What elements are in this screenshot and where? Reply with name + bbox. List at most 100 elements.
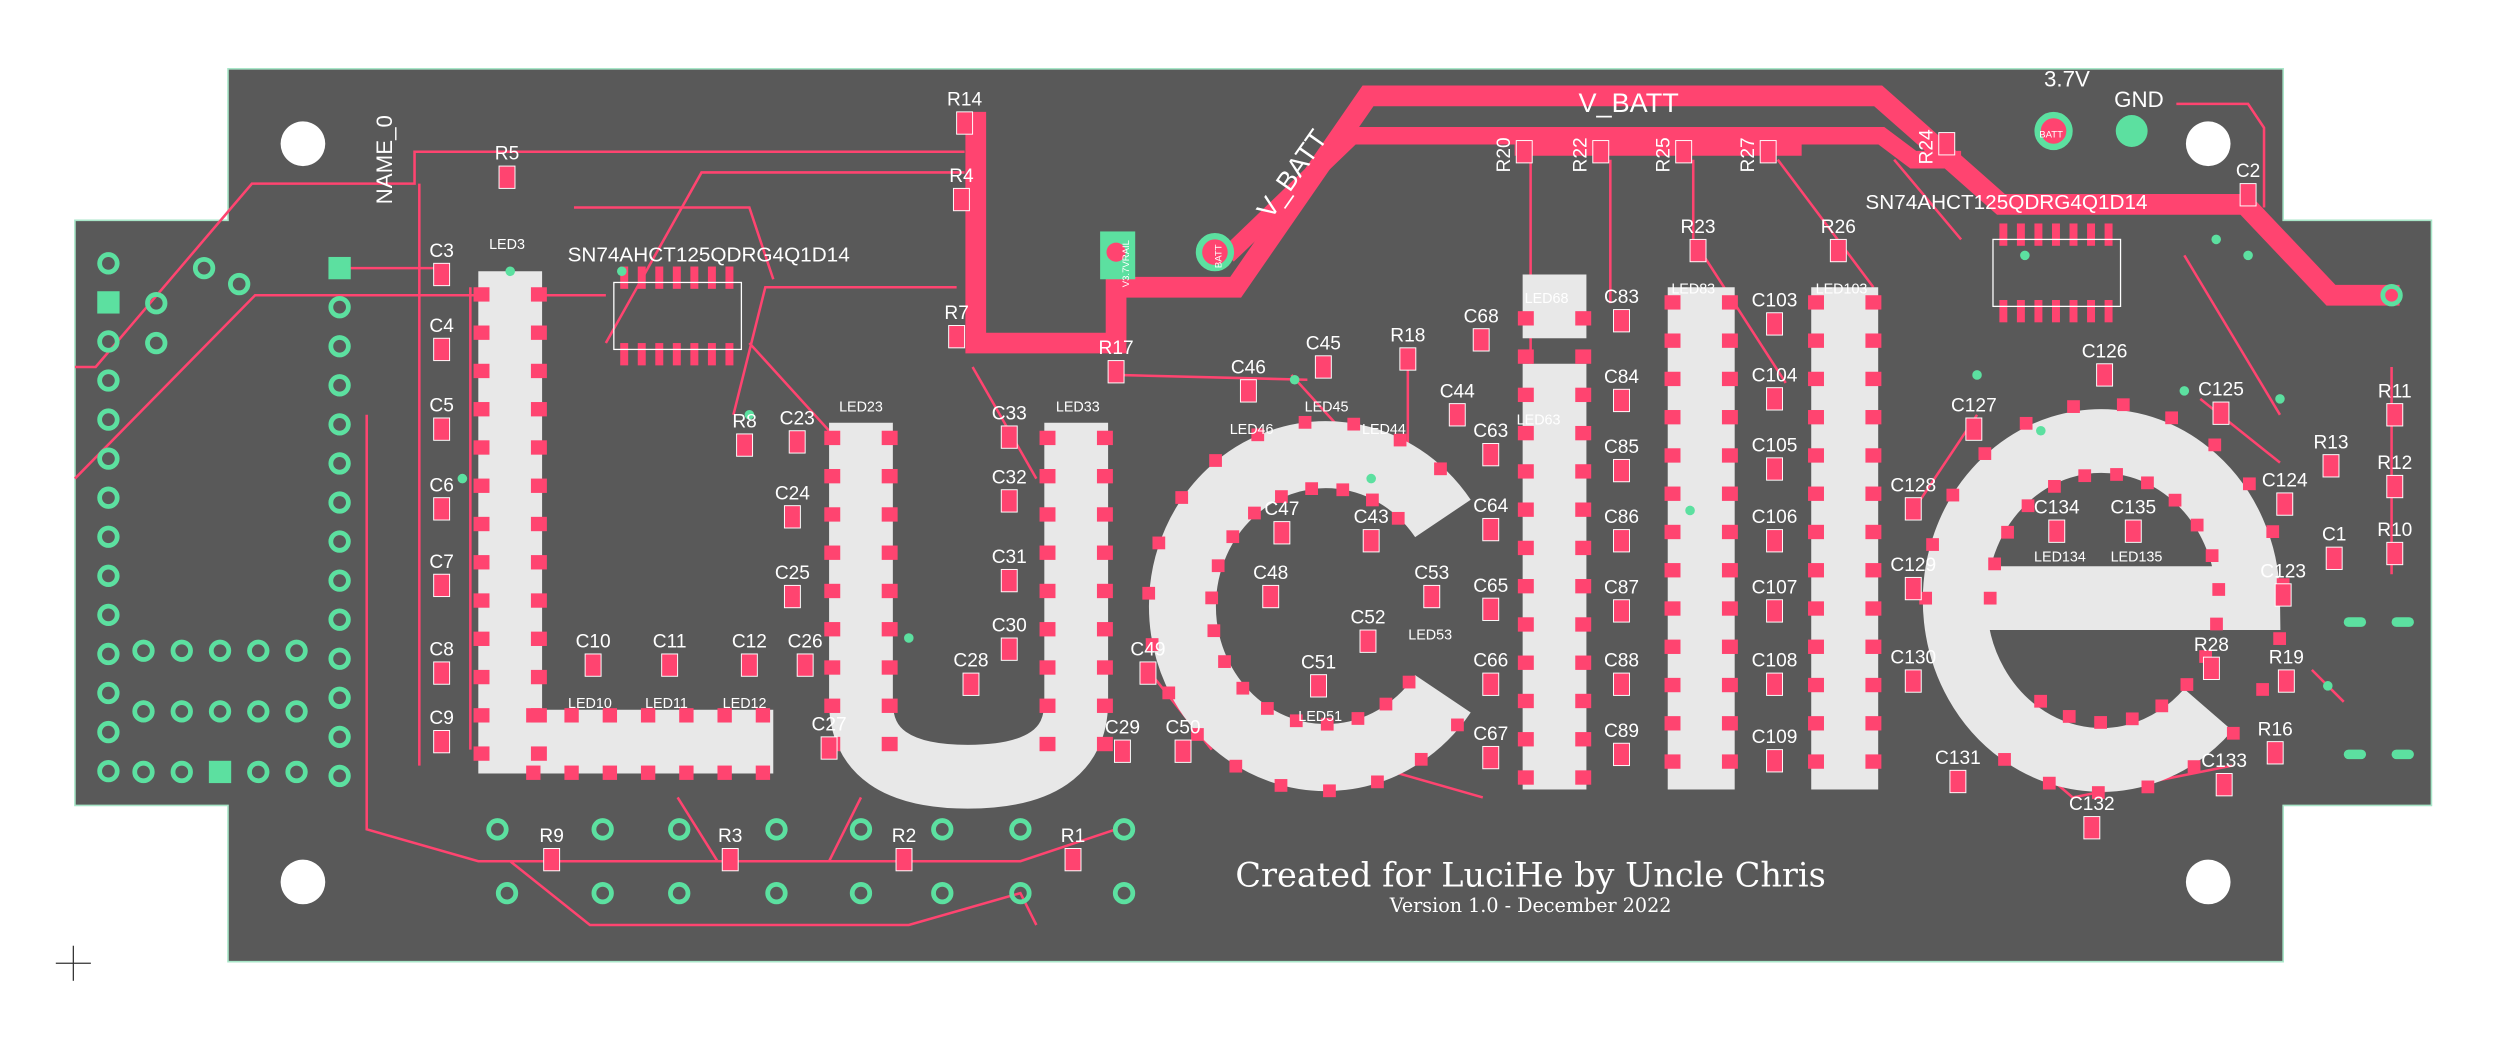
- header-pin[interactable]: [227, 272, 251, 296]
- component-footprint[interactable]: [2215, 773, 2233, 797]
- component-footprint[interactable]: [1766, 457, 1784, 481]
- header-pin[interactable]: [328, 686, 351, 709]
- header-pin[interactable]: [97, 564, 120, 587]
- component-footprint[interactable]: [2386, 474, 2404, 499]
- header-pin[interactable]: [97, 330, 120, 353]
- component-footprint[interactable]: [1613, 458, 1630, 483]
- component-footprint[interactable]: [1766, 672, 1784, 696]
- component-footprint[interactable]: [2212, 401, 2230, 425]
- component-footprint[interactable]: [661, 653, 679, 677]
- header-pin[interactable]: [97, 252, 120, 275]
- component-footprint[interactable]: [1613, 599, 1630, 623]
- header-pin[interactable]: [97, 603, 120, 627]
- header-pin[interactable]: [285, 760, 308, 784]
- header-pin-square[interactable]: [328, 256, 351, 280]
- header-pin[interactable]: [849, 818, 873, 841]
- batt-pad-2[interactable]: [1195, 233, 1235, 272]
- header-pin[interactable]: [247, 700, 270, 723]
- header-pin[interactable]: [97, 681, 120, 705]
- component-footprint[interactable]: [433, 730, 451, 754]
- header-pin[interactable]: [328, 335, 351, 358]
- header-pin[interactable]: [97, 369, 120, 392]
- header-pin[interactable]: [170, 760, 193, 784]
- component-footprint[interactable]: [1766, 599, 1784, 623]
- header-pin[interactable]: [591, 818, 614, 841]
- batt-pad-1[interactable]: [2034, 111, 2073, 151]
- component-footprint[interactable]: [1448, 403, 1466, 427]
- header-pin[interactable]: [132, 639, 155, 662]
- header-pin[interactable]: [328, 725, 351, 749]
- header-pin[interactable]: [328, 491, 351, 514]
- component-footprint[interactable]: [1423, 584, 1441, 609]
- header-pin[interactable]: [486, 818, 509, 841]
- component-footprint[interactable]: [1064, 847, 1082, 872]
- component-footprint[interactable]: [2386, 541, 2404, 566]
- header-pin[interactable]: [328, 608, 351, 631]
- header-pin[interactable]: [145, 292, 168, 315]
- header-pin[interactable]: [931, 818, 954, 841]
- component-footprint[interactable]: [1613, 529, 1630, 553]
- header-pin[interactable]: [328, 764, 351, 788]
- component-footprint[interactable]: [2386, 403, 2404, 427]
- component-footprint[interactable]: [433, 661, 451, 685]
- component-footprint[interactable]: [2276, 492, 2294, 516]
- component-footprint[interactable]: [1359, 629, 1377, 653]
- component-footprint[interactable]: [1174, 739, 1192, 763]
- ic-u2-footprint[interactable]: [1992, 238, 2122, 308]
- header-pin[interactable]: [1112, 818, 1136, 841]
- header-pin[interactable]: [170, 639, 193, 662]
- component-footprint[interactable]: [1362, 529, 1380, 553]
- component-footprint[interactable]: [1613, 742, 1630, 767]
- header-pin[interactable]: [591, 881, 614, 905]
- component-footprint[interactable]: [1482, 597, 1500, 621]
- header-pin-square[interactable]: [208, 760, 232, 784]
- component-footprint[interactable]: [2266, 741, 2284, 765]
- header-pin[interactable]: [328, 647, 351, 670]
- header-pin-square[interactable]: [97, 291, 120, 314]
- component-footprint[interactable]: [956, 111, 974, 135]
- component-footprint[interactable]: [433, 497, 451, 521]
- component-footprint[interactable]: [783, 584, 801, 609]
- component-footprint[interactable]: [1949, 769, 1967, 794]
- header-pin[interactable]: [97, 720, 120, 744]
- component-footprint[interactable]: [1766, 529, 1784, 553]
- component-footprint[interactable]: [2096, 363, 2114, 387]
- component-footprint[interactable]: [1766, 387, 1784, 411]
- component-footprint[interactable]: [796, 653, 814, 677]
- component-footprint[interactable]: [1000, 637, 1018, 661]
- header-pin[interactable]: [247, 639, 270, 662]
- component-footprint[interactable]: [543, 847, 561, 872]
- component-footprint[interactable]: [433, 262, 451, 287]
- header-pin[interactable]: [765, 881, 788, 905]
- header-pin[interactable]: [328, 374, 351, 397]
- header-pin[interactable]: [97, 486, 120, 509]
- component-footprint[interactable]: [820, 736, 838, 760]
- component-footprint[interactable]: [1310, 674, 1328, 698]
- component-footprint[interactable]: [433, 573, 451, 598]
- component-footprint[interactable]: [1000, 568, 1018, 593]
- component-footprint[interactable]: [895, 847, 913, 872]
- header-pin[interactable]: [208, 700, 232, 723]
- component-footprint[interactable]: [2124, 519, 2142, 543]
- power-traces[interactable]: [965, 85, 2400, 354]
- component-footprint[interactable]: [783, 505, 801, 529]
- component-footprint[interactable]: [1262, 584, 1280, 609]
- component-footprint[interactable]: [1613, 309, 1630, 333]
- resistor-footprint[interactable]: [1515, 140, 1533, 164]
- resistor-footprint[interactable]: [1675, 140, 1693, 164]
- header-pin[interactable]: [285, 700, 308, 723]
- component-footprint[interactable]: [2277, 669, 2295, 693]
- header-pin[interactable]: [97, 642, 120, 666]
- component-footprint[interactable]: [2274, 583, 2292, 607]
- component-footprint[interactable]: [584, 653, 602, 677]
- component-footprint[interactable]: [433, 337, 451, 362]
- header-pin[interactable]: [328, 569, 351, 592]
- header-pin[interactable]: [668, 881, 691, 905]
- component-footprint[interactable]: [1766, 749, 1784, 773]
- component-footprint[interactable]: [433, 417, 451, 441]
- component-footprint[interactable]: [2239, 183, 2257, 207]
- header-pin[interactable]: [132, 700, 155, 723]
- component-footprint[interactable]: [1482, 517, 1500, 542]
- resistor-footprint[interactable]: [1592, 140, 1610, 164]
